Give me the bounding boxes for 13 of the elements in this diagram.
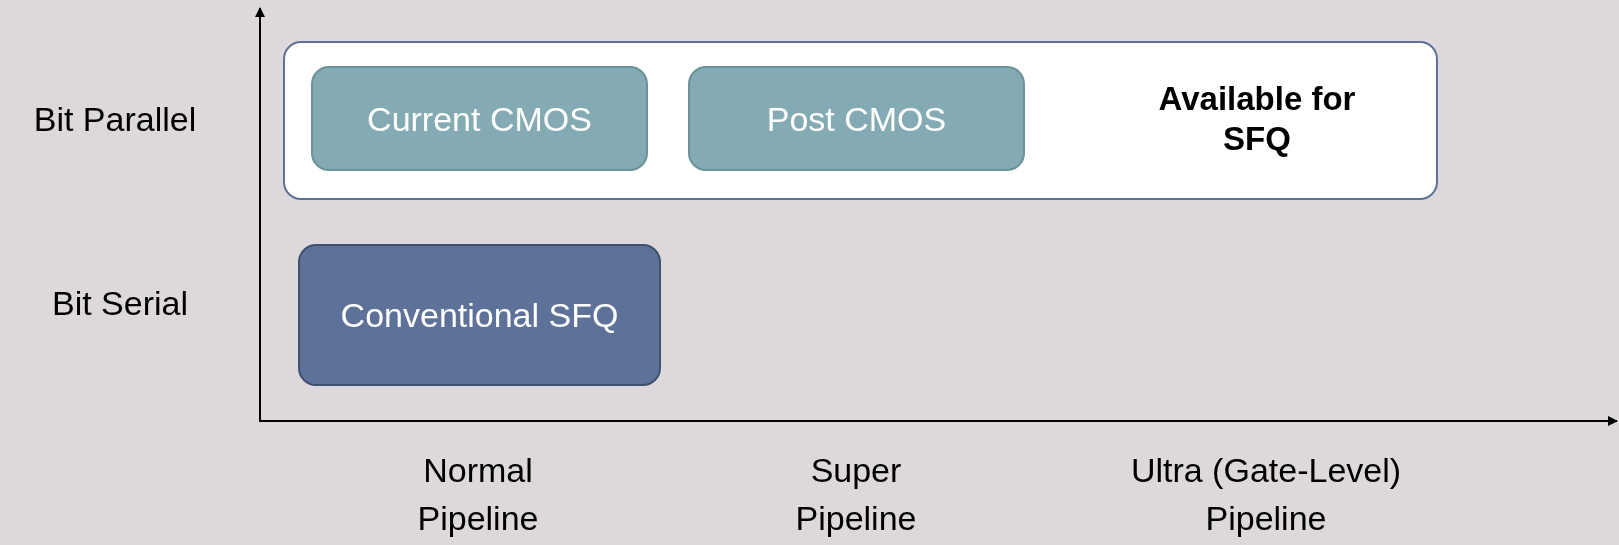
axis-label: Bit Serial <box>50 283 190 324</box>
technology-box <box>311 66 648 171</box>
box-label: Conventional SFQ <box>339 294 620 336</box>
technology-box <box>298 244 661 386</box>
axis-label: Super Pipeline <box>794 450 918 539</box>
axis-label: Normal Pipeline <box>416 450 540 539</box>
axis-label: Ultra (Gate-Level) Pipeline <box>1129 450 1403 539</box>
technology-box <box>688 66 1025 171</box>
box-label: Post CMOS <box>765 98 948 139</box>
panel-heading: Available for SFQ <box>1157 79 1357 159</box>
group-panel <box>283 41 1438 200</box>
box-label: Current CMOS <box>366 98 593 139</box>
axis-label: Bit Parallel <box>32 99 198 140</box>
